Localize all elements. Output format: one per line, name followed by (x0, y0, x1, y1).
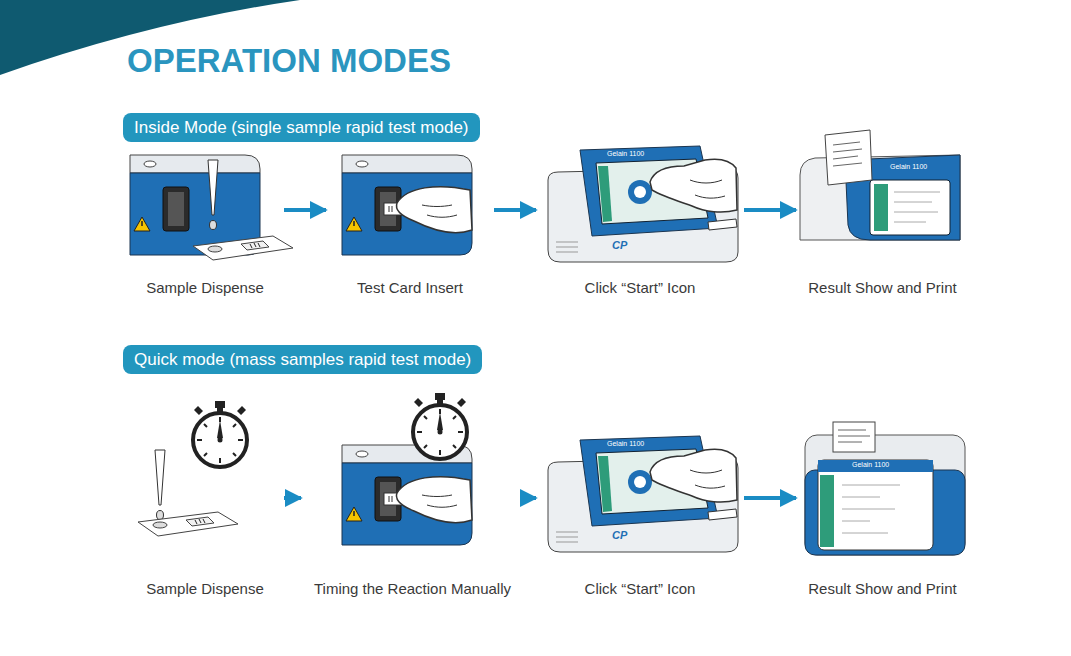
printout-lines (838, 430, 870, 442)
step-panel: Sample Dispense (126, 395, 284, 602)
step-panel: Click “Start” Icon (536, 150, 744, 301)
printout (833, 422, 875, 452)
analyzer-corner (342, 155, 472, 255)
analyzer-touch (548, 146, 738, 262)
analyzer-touch (548, 436, 738, 552)
step-caption: Result Show and Print (796, 279, 969, 297)
model-name: Gelain 1100 (607, 150, 644, 158)
step-caption: Sample Dispense (126, 580, 284, 598)
screen (870, 180, 950, 235)
printout-lines (833, 142, 862, 166)
screen-sidebar (874, 184, 888, 231)
mode-title: Quick mode (mass samples rapid test mode… (134, 345, 471, 374)
step-panel: Sample Dispense (126, 150, 284, 301)
stopwatch (193, 401, 247, 467)
step-arrow (284, 208, 326, 212)
step-caption: Test Card Insert (326, 279, 494, 297)
step-caption: Timing the Reaction Manually (301, 580, 524, 598)
page-title: OPERATION MODES (127, 42, 451, 80)
screen-lines (842, 485, 900, 533)
test-card (138, 512, 238, 536)
mode-title: Inside Mode (single sample rapid test mo… (134, 113, 469, 142)
screen (818, 460, 933, 550)
analyzer-printing (800, 130, 960, 240)
pipette (155, 450, 165, 520)
screen-sidebar (820, 475, 834, 547)
brand-logo: CP (612, 239, 627, 252)
step-panel: Timing the Reaction Manually (301, 395, 524, 602)
pipette (208, 160, 218, 230)
stopwatch (413, 393, 467, 459)
analyzer-front (805, 422, 965, 555)
step-arrow (284, 496, 301, 500)
device-body (805, 435, 965, 555)
screen-header (818, 460, 933, 472)
test-card (193, 236, 293, 260)
step-panel: Click “Start” Icon (536, 395, 744, 602)
step-arrow (524, 496, 536, 500)
device-body (800, 155, 960, 240)
analyzer-corner (342, 445, 472, 545)
step-arrow (744, 496, 796, 500)
step-caption: Result Show and Print (796, 580, 969, 598)
mode-band: Inside Mode (single sample rapid test mo… (123, 113, 480, 142)
step-arrow (494, 208, 536, 212)
brand-logo: CP (612, 529, 627, 542)
hand-inserting-card (384, 187, 472, 233)
hand-inserting-card (384, 477, 472, 523)
model-name: Gelain 1100 (852, 461, 889, 469)
step-caption: Click “Start” Icon (536, 279, 744, 297)
step-arrow (744, 208, 796, 212)
step-panel: Test Card Insert (326, 150, 494, 301)
model-name: Gelain 1100 (890, 163, 927, 171)
model-name: Gelain 1100 (607, 440, 644, 448)
printout (825, 130, 872, 185)
step-caption: Sample Dispense (126, 279, 284, 297)
step-panel: Result Show and Print (796, 395, 969, 602)
step-panel: Result Show and Print (796, 150, 969, 301)
step-caption: Click “Start” Icon (536, 580, 744, 598)
mode-band: Quick mode (mass samples rapid test mode… (123, 345, 482, 374)
screen-lines (894, 192, 940, 222)
